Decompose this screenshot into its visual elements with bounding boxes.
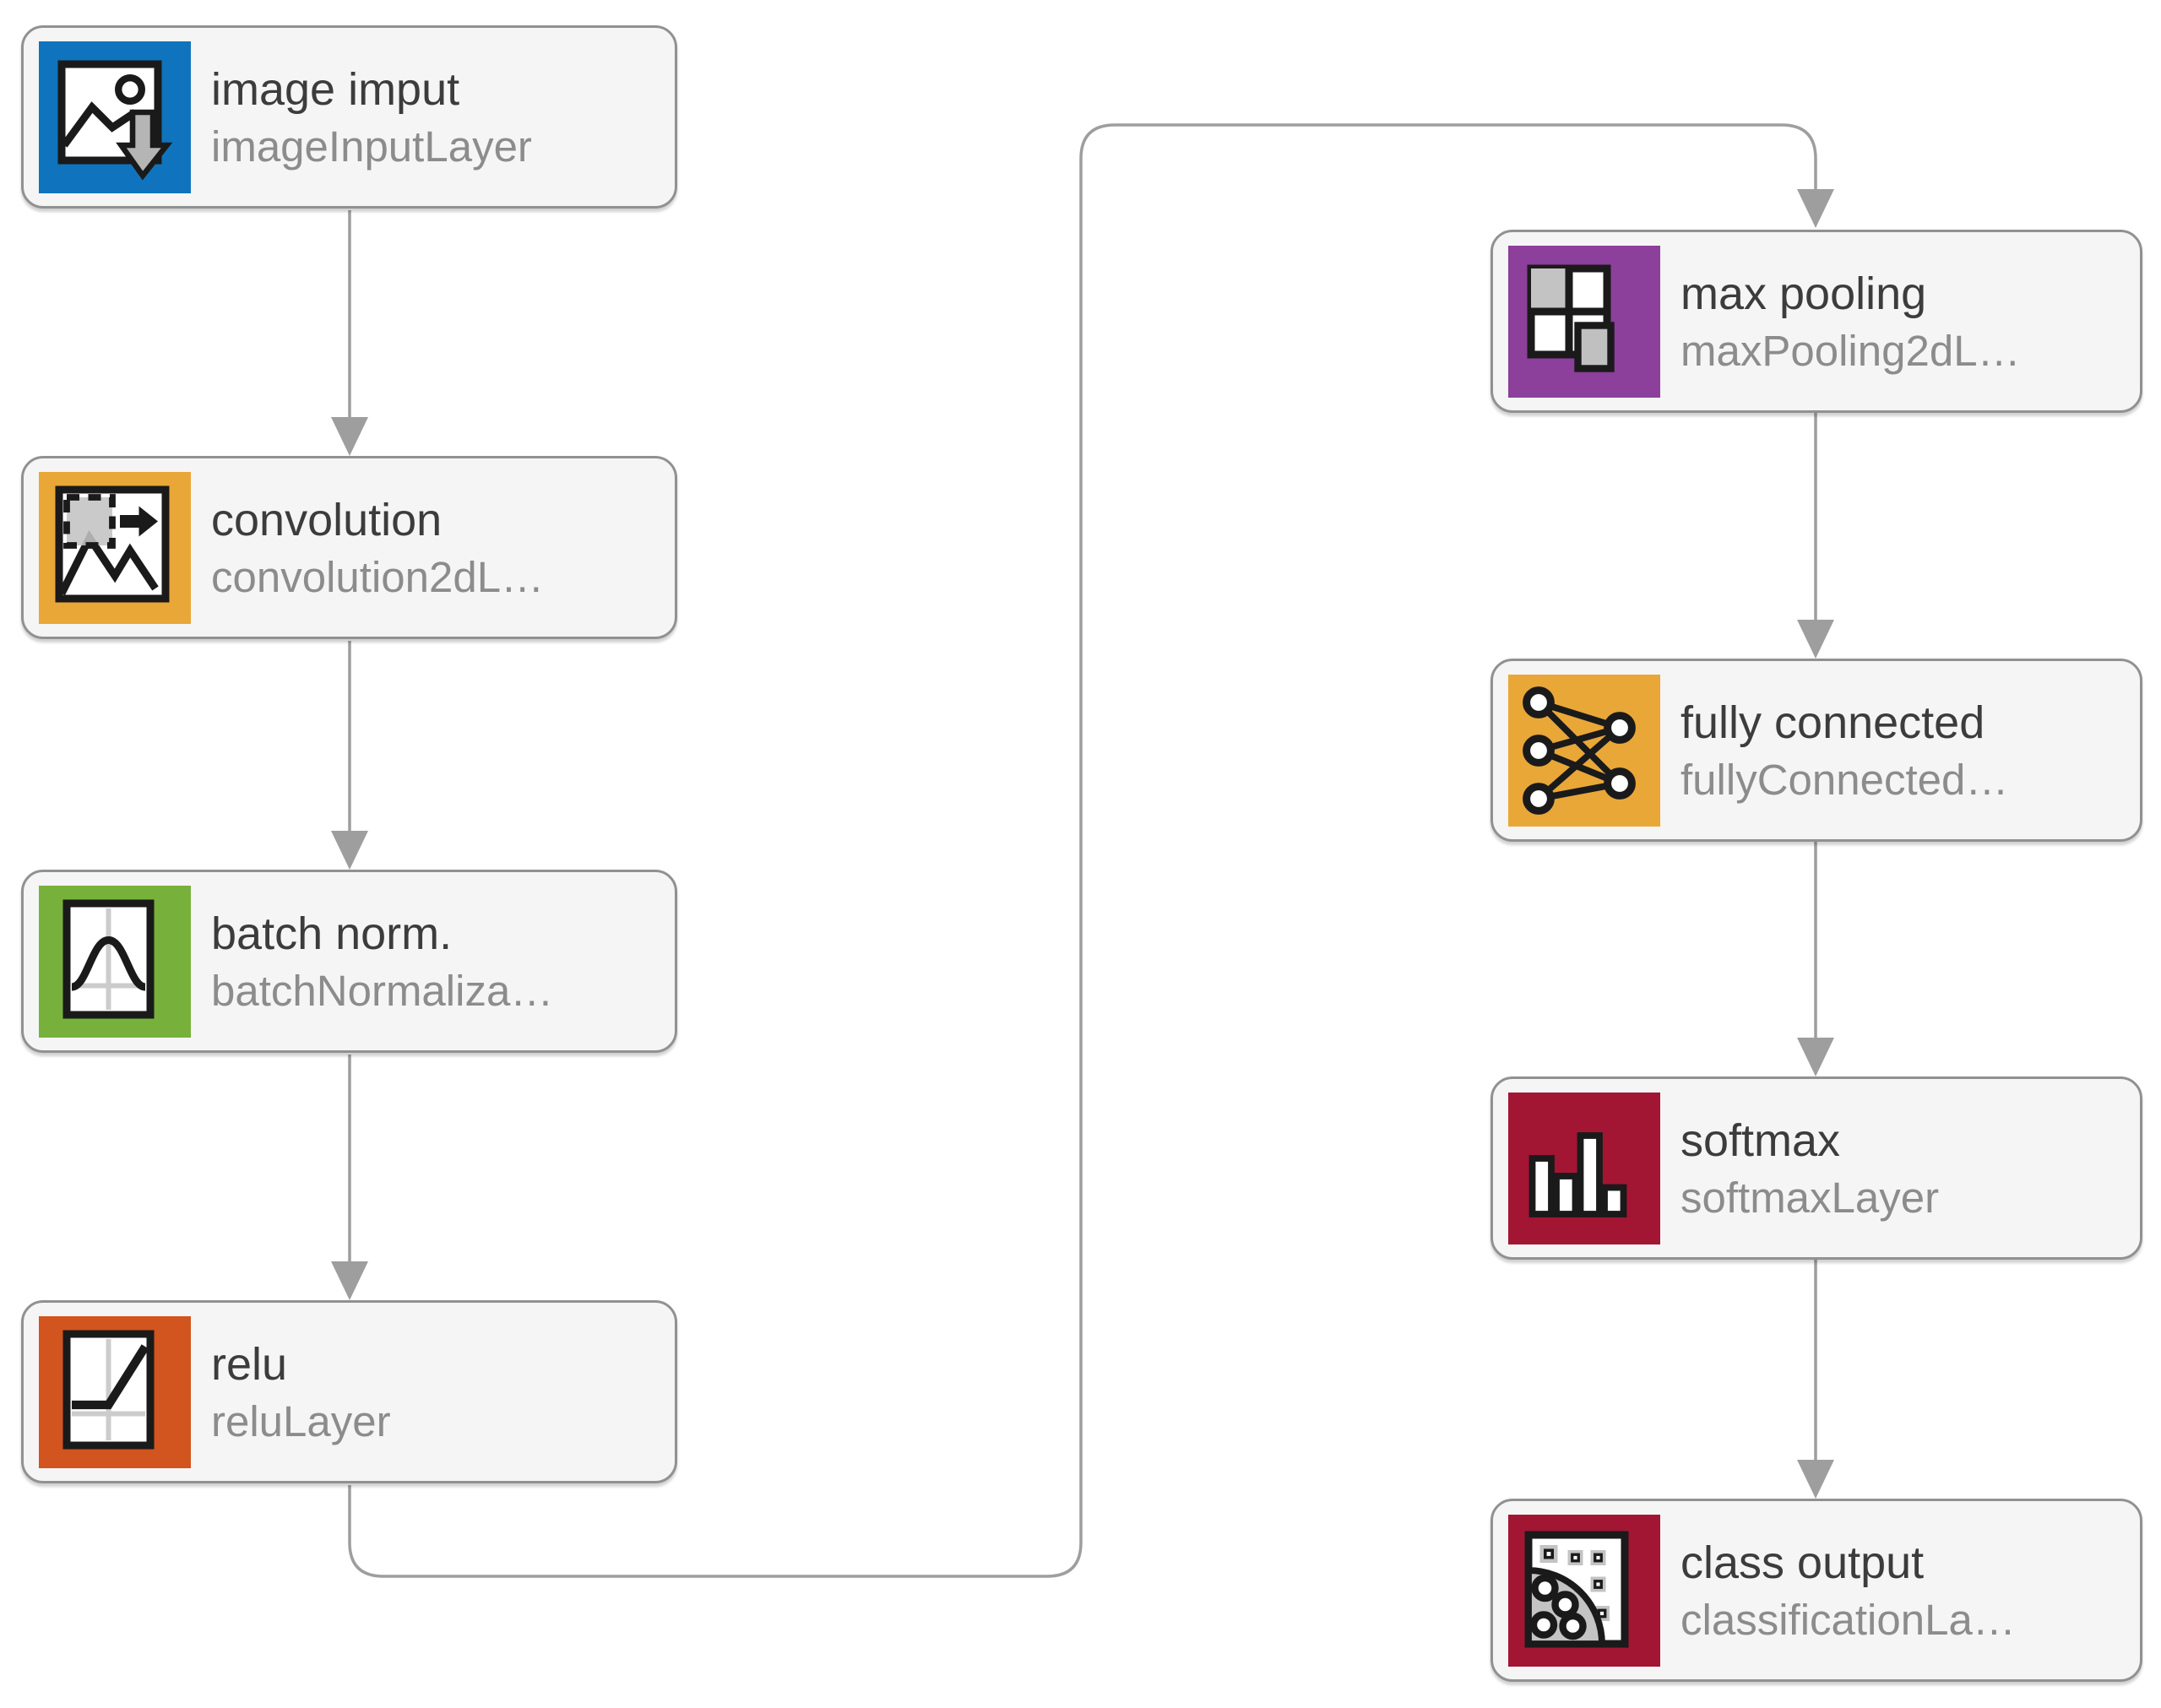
layer-node-max-pooling[interactable]: max pooling maxPooling2dL… [1490, 230, 2142, 413]
layer-title: fully connected [1680, 697, 1985, 748]
layer-node-convolution[interactable]: convolution convolution2dL… [21, 456, 677, 639]
layer-node-class-output[interactable]: class output classificationLa… [1490, 1499, 2142, 1682]
layer-subtitle: reluLayer [211, 1396, 391, 1445]
layer-title: batch norm. [211, 908, 453, 959]
layer-title: image imput [211, 63, 460, 115]
layer-node-image-input[interactable]: image imput imageInputLayer [21, 25, 677, 209]
fully-connected-icon [1508, 674, 1660, 827]
arrowhead-icon [1797, 189, 1834, 228]
arrowhead-icon [331, 417, 368, 456]
connector-fully-connected-to-softmax[interactable] [1797, 842, 1834, 1076]
image-input-icon [39, 41, 191, 193]
connector-softmax-to-class-output[interactable] [1797, 1260, 1834, 1499]
layer-title: relu [211, 1338, 288, 1390]
softmax-icon [1508, 1092, 1660, 1244]
connector-convolution-to-batch-norm[interactable] [331, 641, 368, 870]
batch-norm-icon [39, 885, 191, 1038]
layer-subtitle: classificationLa… [1680, 1595, 2016, 1644]
arrowhead-icon [1797, 620, 1834, 659]
arrowhead-icon [1797, 1038, 1834, 1076]
layer-title: class output [1680, 1537, 1925, 1588]
class-output-icon [1508, 1514, 1660, 1667]
connector-image-input-to-convolution[interactable] [331, 210, 368, 456]
layer-subtitle: batchNormaliza… [211, 966, 554, 1015]
layer-title: softmax [1680, 1114, 1841, 1166]
layer-title: convolution [211, 494, 443, 545]
layer-subtitle: imageInputLayer [211, 122, 532, 171]
arrowhead-icon [331, 1261, 368, 1300]
connector-max-pooling-to-fully-connected[interactable] [1797, 413, 1834, 659]
convolution-icon [39, 471, 191, 624]
arrowhead-icon [1797, 1460, 1834, 1499]
layer-subtitle: maxPooling2dL… [1680, 326, 2021, 375]
layer-subtitle: softmaxLayer [1680, 1173, 1940, 1222]
layer-subtitle: fullyConnected… [1680, 755, 2009, 804]
connector-relu-to-max-pooling[interactable] [348, 123, 1834, 1578]
layer-title: max pooling [1680, 268, 1927, 319]
layer-node-softmax[interactable]: softmax softmaxLayer [1490, 1076, 2142, 1260]
layer-node-fully-connected[interactable]: fully connected fullyConnected… [1490, 659, 2142, 842]
layer-subtitle: convolution2dL… [211, 552, 545, 601]
layer-node-relu[interactable]: relu reluLayer [21, 1300, 677, 1483]
arrowhead-icon [331, 831, 368, 870]
max-pooling-icon [1508, 245, 1660, 398]
layer-node-batch-norm[interactable]: batch norm. batchNormaliza… [21, 870, 677, 1053]
relu-icon [39, 1315, 191, 1468]
connector-batch-norm-to-relu[interactable] [331, 1055, 368, 1300]
